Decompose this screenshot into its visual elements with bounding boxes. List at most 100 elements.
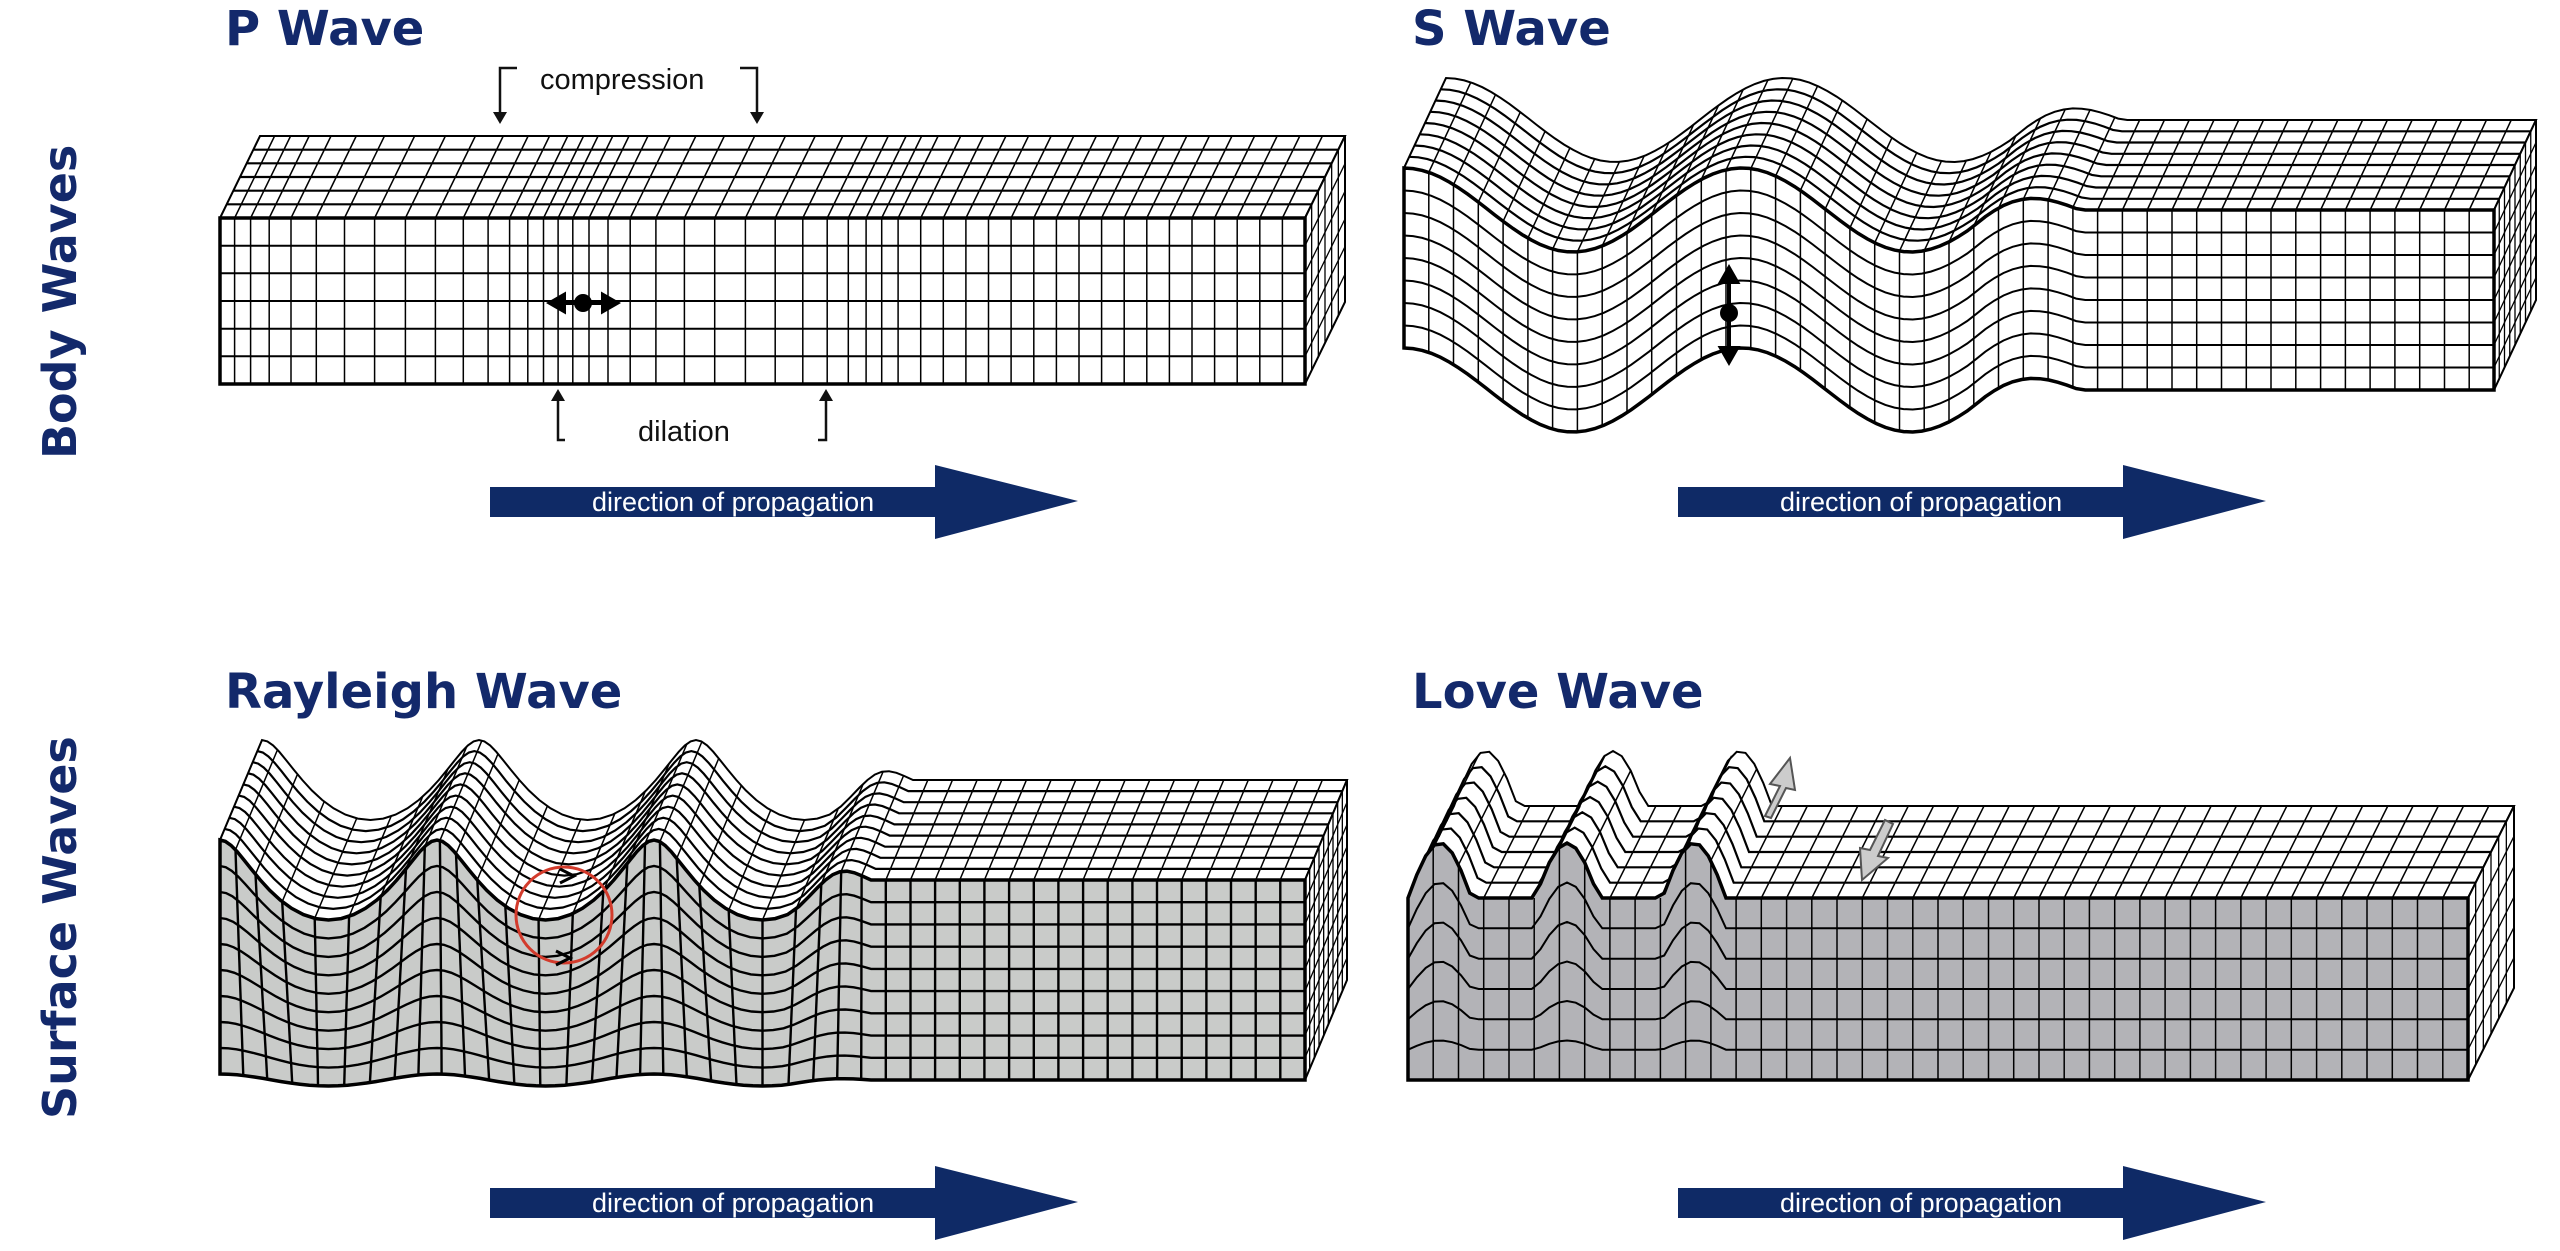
grid-line <box>590 891 605 1082</box>
grid-line <box>281 901 294 1084</box>
grid-line <box>1675 105 1720 196</box>
grid-line <box>404 135 447 219</box>
grid-line <box>2265 805 2313 899</box>
grid-line <box>2096 119 2141 211</box>
grid-line <box>795 808 839 910</box>
grid-line <box>1760 805 1809 899</box>
grid-line <box>1428 82 1472 173</box>
grid-line <box>1684 755 1733 849</box>
grid-line <box>897 135 939 219</box>
grid-line <box>983 779 1028 881</box>
grid-line <box>2220 119 2265 211</box>
grid-line <box>1527 147 1571 239</box>
p-wave-title: P Wave <box>225 1 425 57</box>
grid-line <box>268 135 310 219</box>
grid-line <box>233 135 276 219</box>
grid-line <box>1700 89 1744 180</box>
grid-line <box>476 879 491 1081</box>
grid-line <box>676 758 720 859</box>
grid-line <box>2295 119 2339 211</box>
grid-line <box>602 790 647 892</box>
grid-line <box>1634 805 1682 899</box>
bracket-arrowheads <box>493 112 833 401</box>
grid-line <box>1123 135 1165 219</box>
grid-line <box>1033 135 1075 219</box>
grid-line <box>234 849 245 1076</box>
grid-line <box>934 779 978 881</box>
grid-line <box>2047 109 2091 201</box>
grid-line <box>1583 770 1632 863</box>
grid-line <box>1131 779 1176 881</box>
grid-line <box>348 816 392 917</box>
compression-label: compression <box>540 64 705 96</box>
grid-line <box>2121 119 2166 211</box>
grid-line <box>1213 135 1256 219</box>
love-wave-block <box>1406 749 2516 1082</box>
grid-line <box>1457 772 1506 866</box>
grid-line <box>1304 957 1348 1059</box>
grid-line <box>1937 805 1985 899</box>
rayleigh-wave-title: Rayleigh Wave <box>225 664 623 720</box>
grid-line <box>2416 805 2465 899</box>
grid-line <box>2442 805 2490 899</box>
p-arrow-label: direction of propagation <box>592 487 875 517</box>
grid-line <box>1236 135 1278 219</box>
direction-arrow-icon <box>1678 1166 2266 1240</box>
grid-line <box>644 743 688 844</box>
grid-line <box>1452 94 1497 185</box>
grid-line <box>313 918 320 1086</box>
grid-line <box>2022 108 2066 200</box>
grid-line <box>439 740 483 841</box>
grid-line <box>626 763 670 864</box>
grid-line <box>249 135 292 219</box>
grid-line <box>2443 119 2488 211</box>
grid-line <box>455 753 499 855</box>
grid-line <box>1057 779 1102 881</box>
grid-line <box>1304 913 1348 1014</box>
grid-line <box>219 135 261 219</box>
grid-line <box>1146 135 1188 219</box>
grid-line <box>826 135 868 219</box>
grid-line <box>675 858 688 1077</box>
grid-line <box>1710 768 1758 861</box>
grid-line <box>820 783 864 885</box>
grid-line <box>1849 137 1893 229</box>
grid-line <box>638 843 647 1075</box>
grid-line <box>1886 805 1935 899</box>
grid-line <box>1010 135 1052 219</box>
grid-line <box>315 135 357 219</box>
grid-line <box>2063 805 2111 899</box>
love-arrow-label: direction of propagation <box>1780 1188 2063 1218</box>
grid-line <box>658 841 665 1075</box>
grid-line <box>343 916 351 1086</box>
grid-line <box>698 885 713 1081</box>
grid-line <box>572 135 614 219</box>
grid-line <box>2344 119 2389 211</box>
grid-line <box>2240 805 2288 899</box>
grid-line <box>1432 753 1480 847</box>
grid-line <box>1304 824 1348 925</box>
grid-line <box>508 135 551 219</box>
grid-line <box>698 785 743 886</box>
grid-line <box>2419 119 2463 211</box>
grid-line <box>1785 805 1834 899</box>
grid-line <box>659 741 703 842</box>
grid-line <box>438 840 443 1075</box>
grid-line <box>2171 119 2215 211</box>
s-arrow-label: direction of propagation <box>1780 487 2063 517</box>
grid-line <box>1403 77 1447 169</box>
grid-line <box>1609 805 1657 899</box>
grid-line <box>2139 805 2187 899</box>
grid-line <box>1774 85 1819 177</box>
grid-line <box>527 135 569 219</box>
grid-line <box>1254 779 1299 881</box>
grid-line <box>1973 135 2017 227</box>
grid-line <box>2189 805 2238 899</box>
grid-line <box>959 779 1003 881</box>
s-particle-motion-icon <box>1717 263 1741 367</box>
grid-line <box>1230 779 1274 881</box>
grid-line <box>2013 805 2061 899</box>
grid-line <box>629 135 671 219</box>
grid-line <box>2341 805 2389 899</box>
grid-line <box>1304 935 1348 1036</box>
